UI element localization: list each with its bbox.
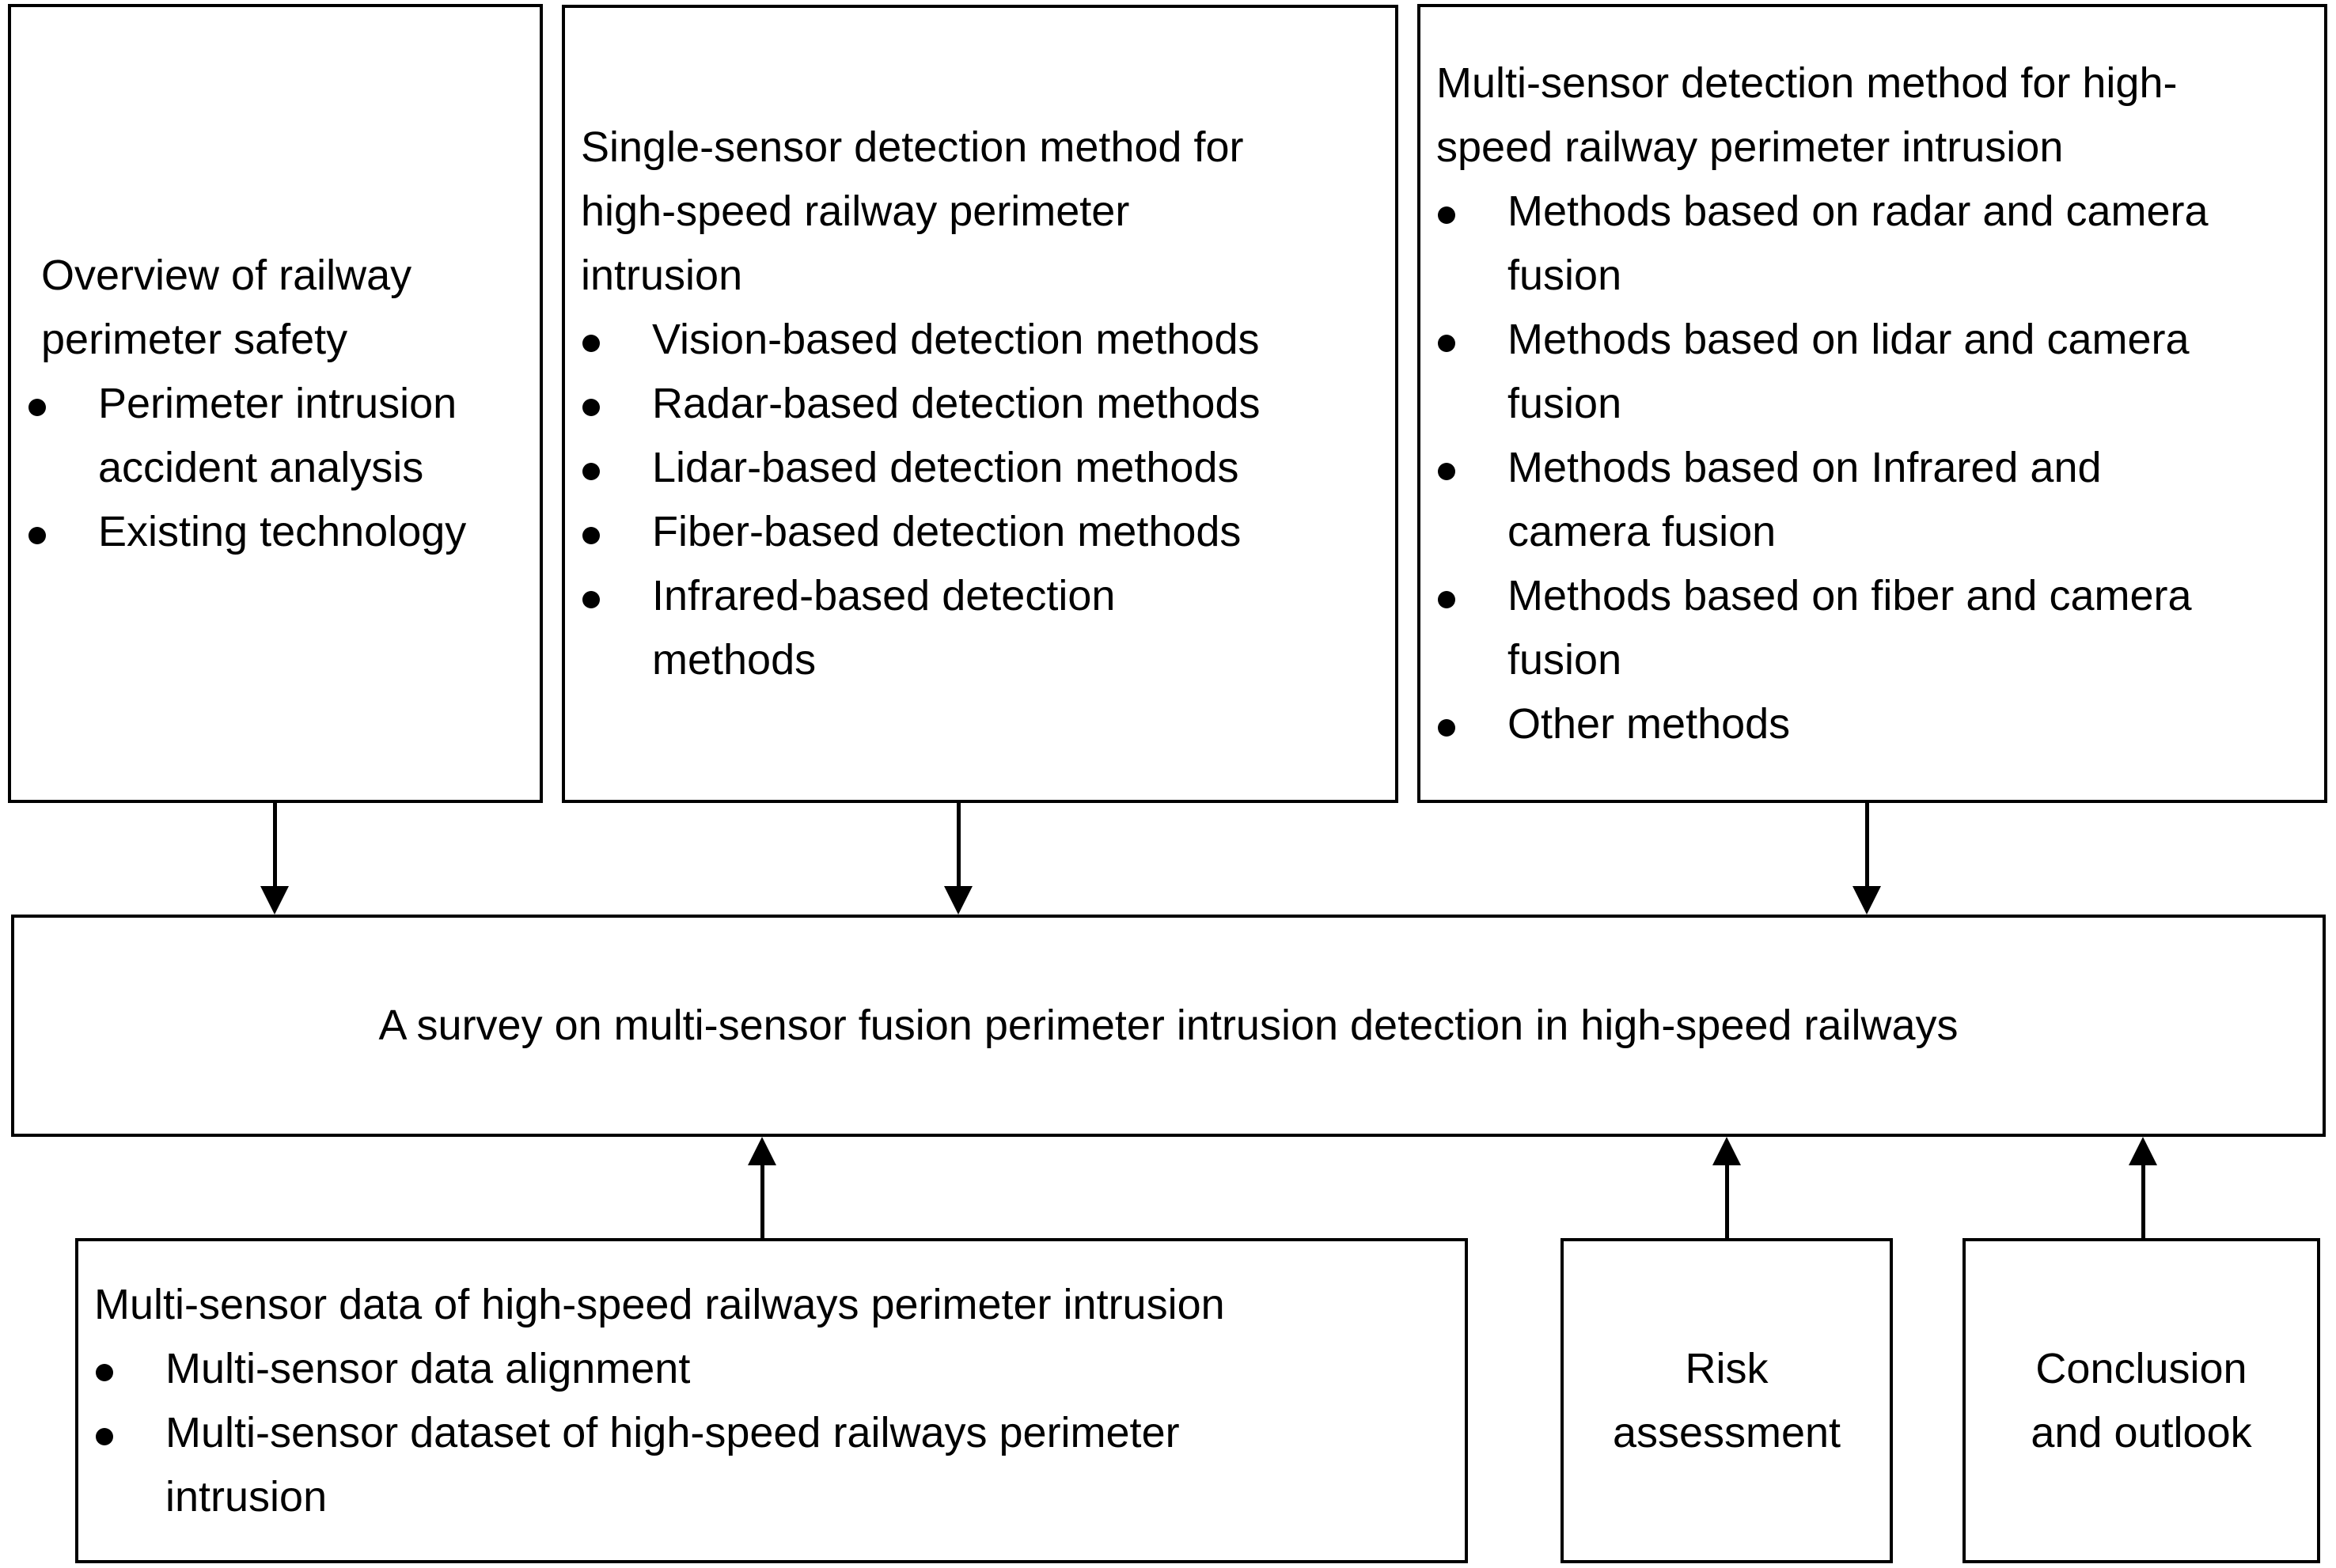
arrow-shaft	[760, 1162, 764, 1238]
box-multi-sensor-data: Multi-sensor data of high-speed railways…	[75, 1238, 1468, 1563]
box-multi-sensor-detection: Multi-sensor detection method for high-s…	[1417, 4, 2327, 803]
bullet-item: Fiber-based detection methods	[581, 500, 1285, 564]
arrow-shaft	[2141, 1162, 2145, 1238]
arrow-shaft	[957, 803, 961, 889]
down-arrow-1	[260, 803, 289, 915]
down-arrow-3	[1852, 803, 1881, 915]
bullet-item: Perimeter intrusion accident analysis	[27, 372, 532, 500]
up-arrow-1	[748, 1137, 776, 1238]
survey-title: A survey on multi-sensor fusion perimete…	[378, 1002, 1959, 1049]
box-title: Conclusion and outlook	[2031, 1344, 2252, 1456]
bullet-item: Methods based on Infrared and camera fus…	[1436, 436, 2255, 564]
box-overview-railway-perimeter-safety: Overview of railway perimeter safety Per…	[8, 4, 543, 803]
bullet-item: Methods based on fiber and camera fusion	[1436, 564, 2255, 692]
box-title: Multi-sensor detection method for high-s…	[1436, 59, 2178, 171]
up-arrow-2	[1712, 1137, 1741, 1238]
bullet-item: Infrared-based detection methods	[581, 564, 1285, 692]
down-arrow-2	[944, 803, 973, 915]
arrow-head	[1852, 886, 1881, 915]
bullet-item: Existing technology	[27, 500, 532, 564]
arrow-shaft	[1865, 803, 1869, 889]
bullet-item: Radar-based detection methods	[581, 372, 1285, 436]
arrow-head	[1712, 1137, 1741, 1165]
bullet-item: Multi-sensor dataset of high-speed railw…	[94, 1401, 1273, 1529]
box-survey-title: A survey on multi-sensor fusion perimete…	[11, 915, 2326, 1137]
arrow-head	[2129, 1137, 2157, 1165]
bullet-item: Methods based on radar and camera fusion	[1436, 180, 2255, 308]
arrow-shaft	[273, 803, 277, 889]
arrow-head	[748, 1137, 776, 1165]
box-title: Risk assessment	[1612, 1344, 1841, 1456]
bullet-item: Methods based on lidar and camera fusion	[1436, 308, 2255, 436]
box-single-sensor-detection: Single-sensor detection method for high-…	[562, 5, 1398, 803]
bullet-item: Other methods	[1436, 692, 2255, 756]
box-risk-assessment: Risk assessment	[1560, 1238, 1893, 1563]
bullet-item: Multi-sensor data alignment	[94, 1337, 1273, 1401]
bullet-item: Lidar-based detection methods	[581, 436, 1285, 500]
box-title: Single-sensor detection method for high-…	[581, 123, 1244, 299]
bullet-item: Vision-based detection methods	[581, 308, 1285, 372]
bullet-list: Methods based on radar and camera fusion…	[1436, 180, 2255, 756]
up-arrow-3	[2129, 1137, 2157, 1238]
box-title: Overview of railway perimeter safety	[41, 251, 412, 363]
box-conclusion-outlook: Conclusion and outlook	[1962, 1238, 2320, 1563]
arrow-head	[944, 886, 973, 915]
arrow-shaft	[1725, 1162, 1729, 1238]
arrow-head	[260, 886, 289, 915]
box-title: Multi-sensor data of high-speed railways…	[94, 1280, 1225, 1328]
